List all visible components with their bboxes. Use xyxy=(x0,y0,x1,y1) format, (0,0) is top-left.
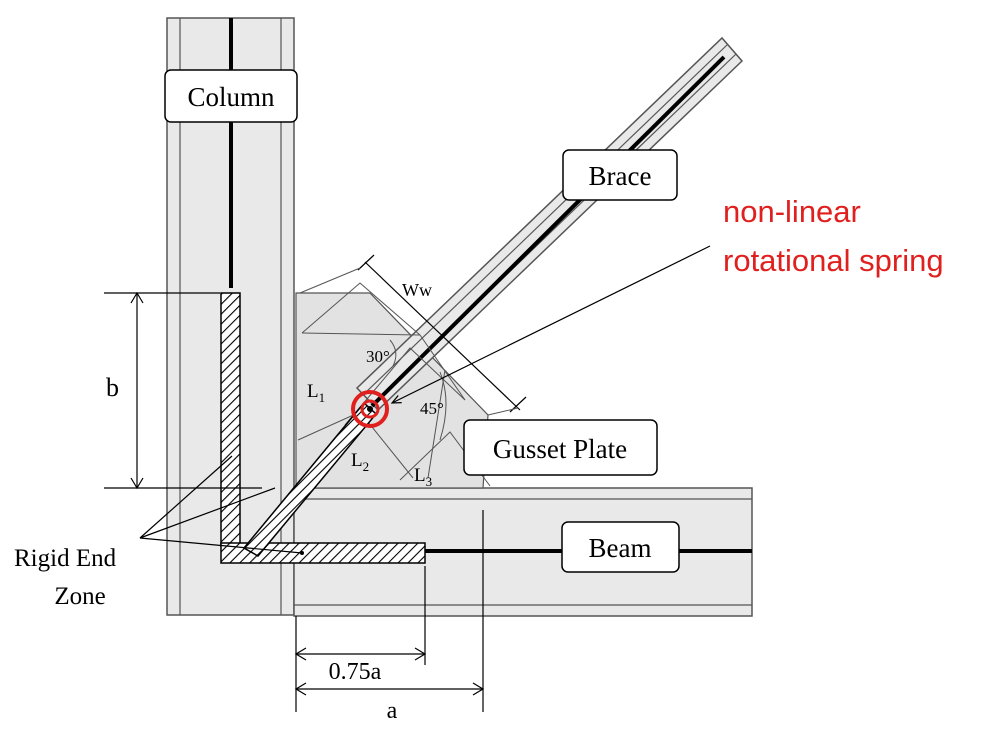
beam-label: Beam xyxy=(561,521,680,573)
ww-dimension xyxy=(299,254,527,416)
rigid-end-zone-leaders xyxy=(139,455,304,555)
dim-075a-label: 0.75a xyxy=(329,659,382,685)
svg-text:Brace: Brace xyxy=(589,161,652,191)
angle-45-label: 45° xyxy=(420,399,444,418)
column-label: Column xyxy=(164,69,298,123)
angle-30-label: 30° xyxy=(366,347,390,366)
dim-b-label: b xyxy=(106,373,119,402)
rigid-end-zone-label-line1: Rigid End xyxy=(14,545,117,572)
spring-label-line2: rotational spring xyxy=(723,243,944,278)
svg-text:Gusset Plate: Gusset Plate xyxy=(493,434,627,464)
brace-label: Brace xyxy=(562,149,678,201)
spring-label-line1: non-linear xyxy=(723,194,861,229)
rotational-spring-symbol xyxy=(351,390,389,428)
dim-a-label: a xyxy=(387,698,398,724)
ww-label: Ww xyxy=(402,280,432,300)
gusset-plate-label: Gusset Plate xyxy=(463,419,658,476)
l3-label: L3 xyxy=(414,465,432,489)
b-dimension xyxy=(104,291,262,490)
svg-text:Beam: Beam xyxy=(589,533,652,563)
l1-label: L1 xyxy=(307,381,325,405)
brace xyxy=(355,36,744,412)
rigid-end-zone-label-line2: Zone xyxy=(54,583,105,610)
spring-leader-line xyxy=(392,245,711,403)
l2-label: L2 xyxy=(351,450,369,474)
a-dimensions xyxy=(294,510,485,712)
svg-text:Column: Column xyxy=(187,82,275,112)
